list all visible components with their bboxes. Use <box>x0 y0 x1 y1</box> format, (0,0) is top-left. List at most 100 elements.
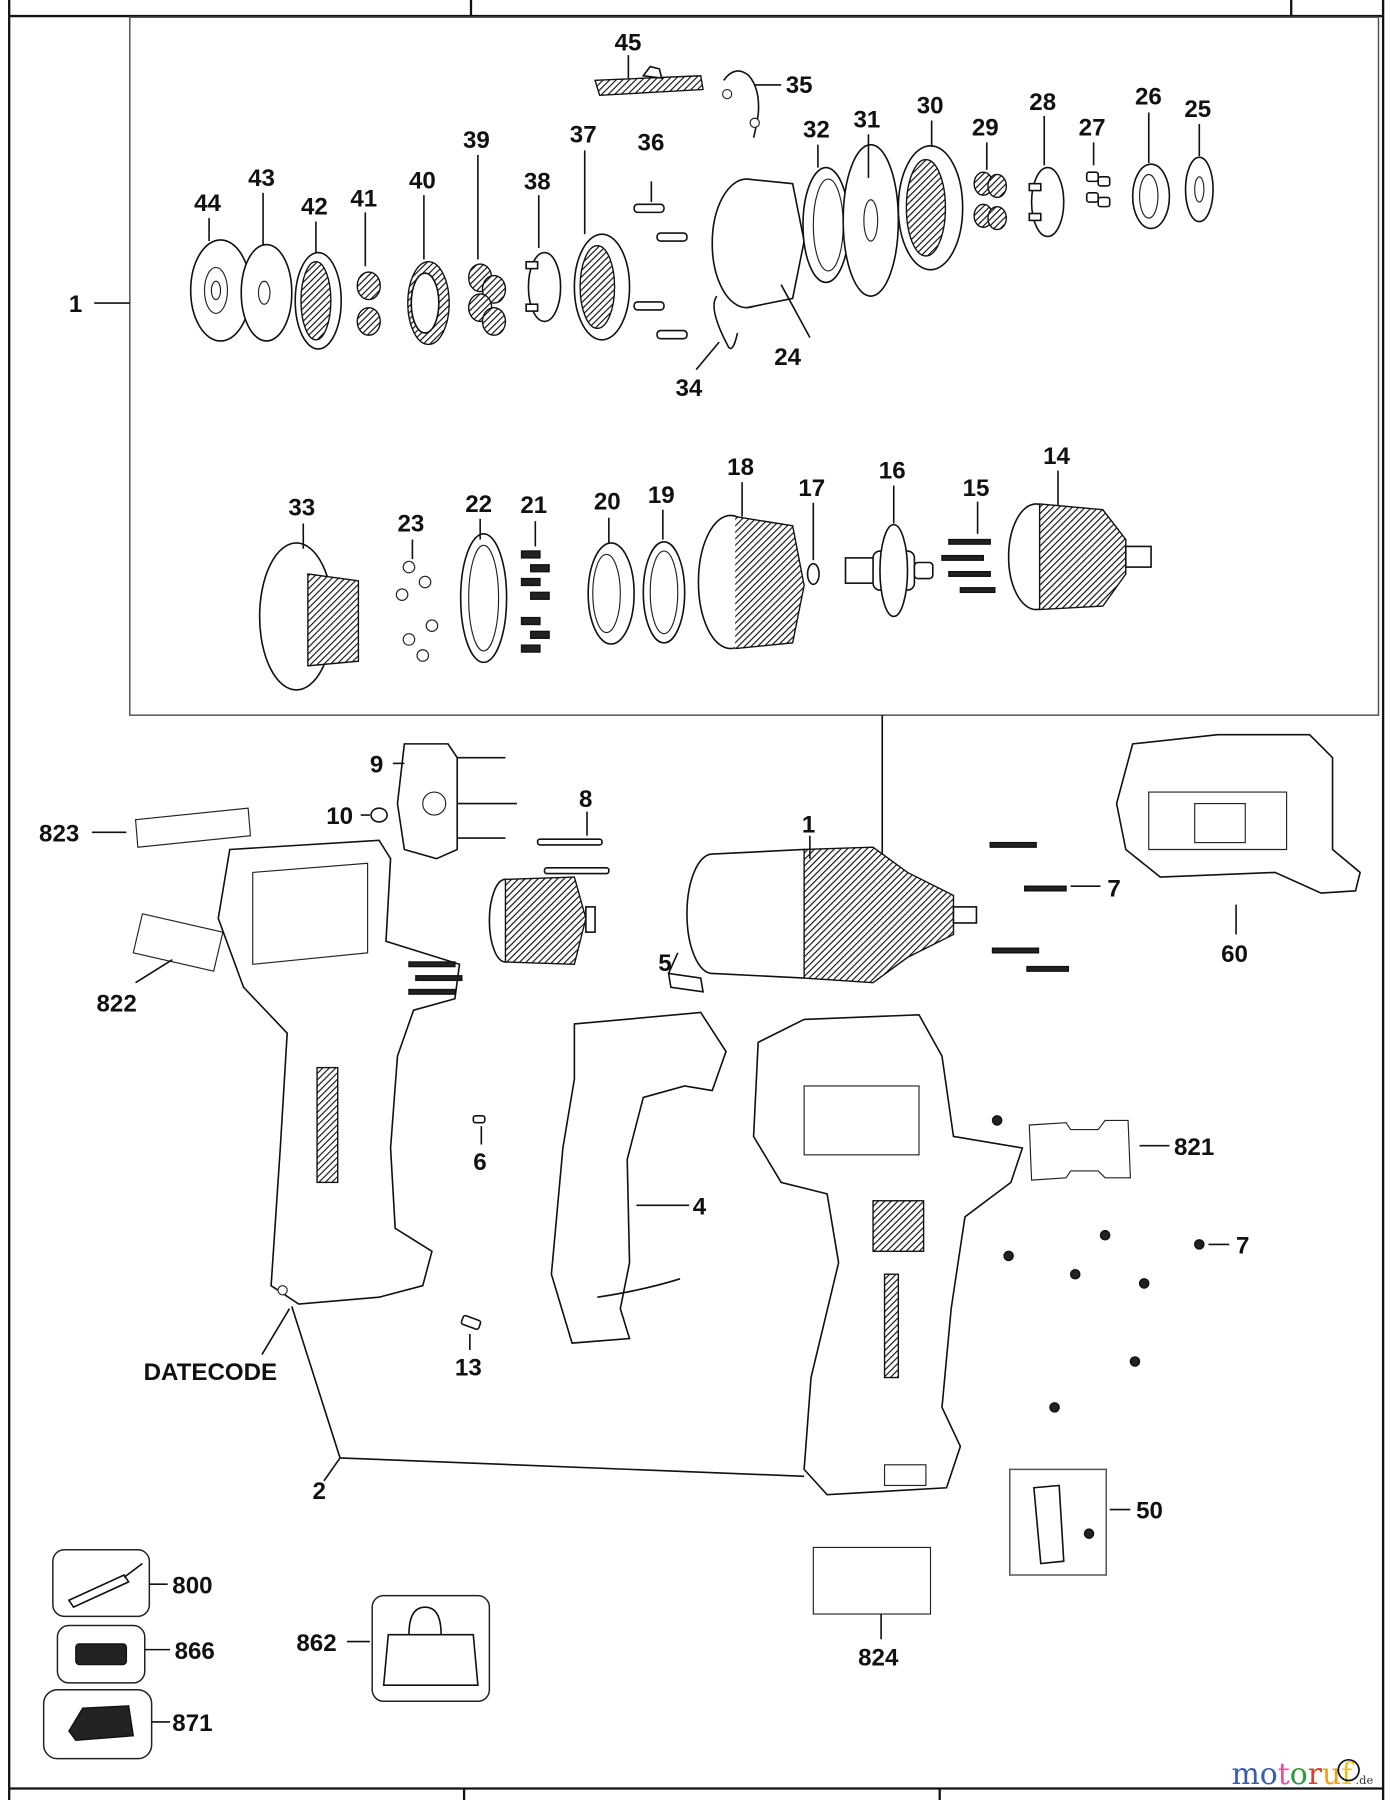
part-18-clutch-collar <box>697 482 805 650</box>
part-39-planet-gears <box>468 154 507 336</box>
part-60-top-cover <box>1115 733 1362 935</box>
callout-824: 824 <box>858 1645 899 1672</box>
accessory-800-grease-gun <box>52 1548 168 1618</box>
callout-34: 34 <box>675 375 702 402</box>
part-8-contacts <box>536 811 610 875</box>
part-10-bushing <box>360 807 388 823</box>
watermark-letter: r <box>1308 1757 1323 1792</box>
callout-19: 19 <box>648 482 675 509</box>
part-1-gearbox-assembly <box>686 835 978 984</box>
part-24-housing <box>711 178 811 338</box>
part-40-carrier <box>407 195 450 346</box>
part-35-spring-clip <box>721 70 782 138</box>
callout-7-side: 7 <box>1236 1233 1249 1260</box>
part-7-screws-upper <box>408 961 463 995</box>
callout-29: 29 <box>972 114 999 141</box>
callout-10: 10 <box>326 803 353 830</box>
callout-5: 5 <box>658 950 671 977</box>
callout-821: 821 <box>1174 1134 1214 1161</box>
part-822-label <box>132 913 224 984</box>
watermark-letter: u <box>1322 1757 1341 1792</box>
callout-44: 44 <box>194 190 221 217</box>
callout-823: 823 <box>39 820 79 847</box>
datecode-leader <box>261 1308 291 1356</box>
callout-28: 28 <box>1029 89 1056 116</box>
callout-25: 25 <box>1184 96 1211 123</box>
part-23-balls <box>395 539 439 662</box>
callout-43: 43 <box>248 165 275 192</box>
callout-50: 50 <box>1136 1498 1163 1525</box>
accessory-871-charger <box>42 1689 171 1760</box>
callout-2: 2 <box>312 1478 325 1505</box>
callout-8: 8 <box>579 786 592 813</box>
callout-21: 21 <box>520 492 547 519</box>
callout-36: 36 <box>638 129 665 156</box>
callout-45: 45 <box>615 30 642 57</box>
callout-4: 4 <box>693 1194 707 1221</box>
watermark-letter: f <box>1341 1757 1354 1792</box>
part-43-washer <box>240 192 293 342</box>
watermark-logo: motoruf .de <box>1231 1757 1373 1792</box>
callout-35: 35 <box>786 72 813 99</box>
part-37-ring-gear <box>573 150 631 341</box>
part-2-left-housing <box>217 839 461 1305</box>
part-821-label <box>1028 1119 1170 1181</box>
callout-7-front: 7 <box>1107 876 1120 903</box>
callout-22: 22 <box>465 491 492 518</box>
part-22-spring-washer <box>459 518 508 664</box>
part-19-ring <box>642 509 686 644</box>
watermark-suffix: .de <box>1356 1773 1374 1787</box>
callout-30: 30 <box>917 93 944 120</box>
callout-24: 24 <box>774 344 801 371</box>
part-44-end-plate <box>189 218 252 342</box>
part-7-screws-side <box>991 1115 1230 1413</box>
part-30-bearing-ring <box>897 120 964 271</box>
callout-1-assembly: 1 <box>69 291 82 318</box>
part-50-belt-hook <box>1009 1468 1131 1576</box>
part-33-clutch-housing <box>258 523 360 691</box>
callout-26: 26 <box>1135 83 1162 110</box>
part-29-planet-gears <box>973 142 1008 231</box>
callout-39: 39 <box>463 127 490 154</box>
part-9-motor-end-cap <box>392 743 517 860</box>
part-38-carrier <box>525 195 562 323</box>
part-32-ring <box>802 144 850 284</box>
copyright-icon <box>1337 1758 1360 1782</box>
part-41-planet-gears <box>356 212 381 336</box>
callout-13: 13 <box>455 1354 482 1381</box>
accessory-862-bag <box>346 1594 491 1703</box>
part-21-springs <box>520 521 550 653</box>
callout-1-body: 1 <box>802 811 815 838</box>
page-frame <box>8 0 1385 1800</box>
callout-40: 40 <box>409 167 436 194</box>
part-36-pins <box>633 181 688 340</box>
part-3-motor <box>488 876 596 965</box>
callout-42: 42 <box>301 194 328 221</box>
watermark-letter: o <box>1260 1757 1278 1792</box>
part-31-washer <box>842 134 900 297</box>
part-2-right-housing <box>752 1013 1024 1496</box>
callout-866: 866 <box>175 1638 215 1665</box>
callout-32: 32 <box>803 117 830 144</box>
part-15-screws <box>941 501 996 594</box>
part-5-contact <box>667 952 705 993</box>
datecode-label: DATECODE <box>144 1359 278 1386</box>
part-20-clutch-ring <box>587 517 635 645</box>
part-4-switch <box>550 1011 727 1344</box>
watermark-letter: m <box>1231 1757 1259 1792</box>
callout-41: 41 <box>350 186 377 213</box>
watermark-letter: t <box>1278 1757 1290 1792</box>
part-28-carrier <box>1028 115 1065 238</box>
callout-6: 6 <box>473 1149 486 1176</box>
callout-9: 9 <box>370 752 383 779</box>
callout-17: 17 <box>798 475 825 502</box>
part-34-wire-clip <box>695 295 739 371</box>
callout-20: 20 <box>594 489 621 516</box>
part-14-chuck <box>1007 470 1152 611</box>
callout-14: 14 <box>1043 443 1070 470</box>
callout-822: 822 <box>96 990 136 1017</box>
part-823-label <box>91 807 252 848</box>
callout-38: 38 <box>524 168 551 195</box>
gear-assembly-box <box>129 16 1380 716</box>
callout-33: 33 <box>288 494 315 521</box>
